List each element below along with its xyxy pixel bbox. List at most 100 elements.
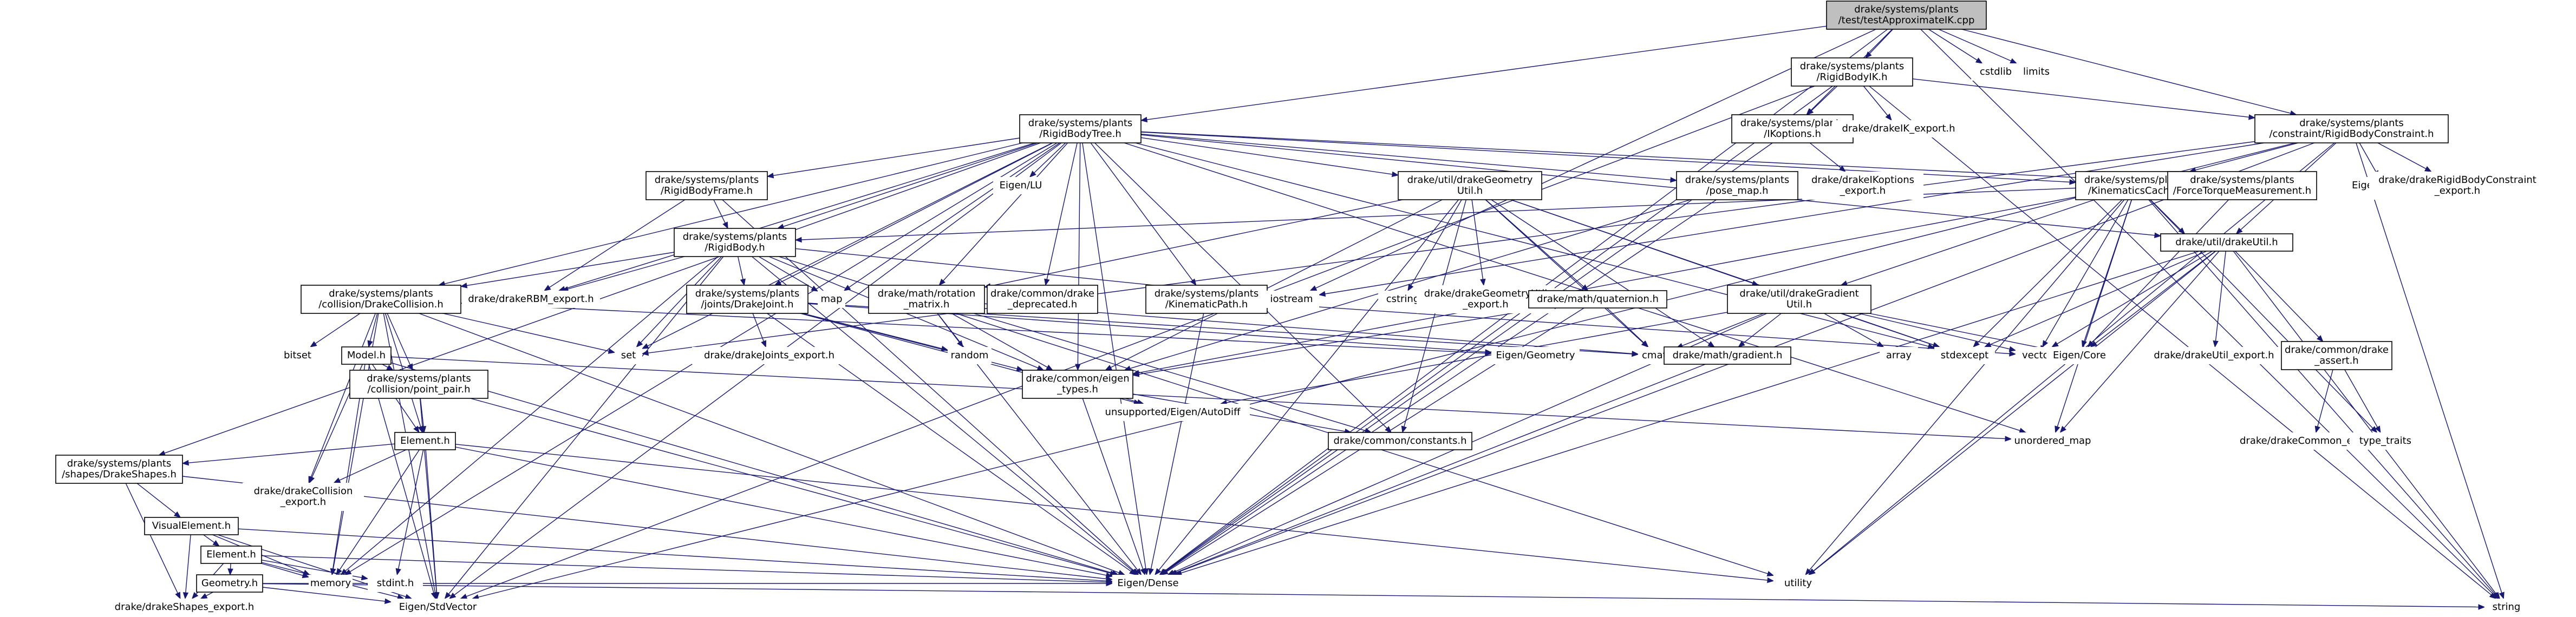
edge-model-to-pointpair	[382, 364, 394, 371]
edge-rigidbody-to-dcollision	[460, 252, 675, 288]
node-dshapes[interactable]: drake/systems/plants/shapes/DrakeShapes.…	[55, 455, 183, 484]
node-label: /RigidBodyIK.h	[1816, 71, 1887, 83]
node-drakeutil[interactable]: drake/util/drakeUtil.h	[2160, 233, 2293, 252]
node-jointsexp: drake/drakeJoints_export.h	[692, 347, 846, 364]
edge-line	[206, 592, 213, 596]
arrowhead	[212, 540, 220, 547]
node-label: Element.h	[206, 549, 256, 560]
arrowhead	[761, 340, 767, 348]
node-box	[1826, 1, 1987, 30]
edge-root-to-iostream	[1309, 29, 1876, 291]
node-label: drake/common/drake	[990, 288, 1094, 299]
edge-line	[568, 256, 684, 290]
edge-kincache-to-numeric	[2150, 199, 2186, 234]
arrowhead	[333, 477, 341, 483]
node-eigtypes[interactable]: drake/common/eigen_types.h	[1022, 370, 1133, 399]
arrowhead	[2019, 428, 2026, 434]
edge-line	[261, 563, 303, 576]
edge-line	[339, 449, 420, 570]
node-geometry[interactable]: Geometry.h	[196, 574, 263, 593]
arrowhead	[811, 285, 819, 292]
node-gradient[interactable]: drake/math/gradient.h	[1664, 346, 1791, 365]
edge-line	[261, 560, 362, 578]
node-box	[55, 455, 183, 484]
node-label: Eigen/LU	[1000, 180, 1042, 191]
node-model[interactable]: Model.h	[341, 346, 392, 365]
node-posemap[interactable]: drake/systems/plants/pose_map.h	[1676, 171, 1798, 200]
node-shelement[interactable]: Element.h	[200, 546, 262, 564]
node-element[interactable]: Element.h	[394, 432, 456, 450]
edge-rbik-to-ikopts	[1807, 86, 1838, 115]
node-label: /shapes/DrakeShapes.h	[62, 469, 177, 480]
edge-line	[549, 199, 686, 288]
edge-dcollision-to-model	[367, 313, 378, 348]
arrowhead	[2087, 340, 2095, 347]
node-rbframe[interactable]: drake/systems/plants/RigidBodyFrame.h	[645, 171, 768, 200]
node-rigidbody[interactable]: drake/systems/plants/RigidBody.h	[674, 228, 796, 257]
node-label: stdexcept	[1941, 350, 1988, 361]
edge-line	[990, 199, 1403, 287]
node-label: drake/common/constants.h	[1334, 435, 1467, 447]
edge-line	[1175, 364, 1706, 573]
edge-line	[2057, 251, 2213, 345]
node-joint[interactable]: drake/systems/plants/joints/DrakeJoint.h	[686, 285, 808, 314]
arrowhead	[1401, 425, 1407, 434]
node-rbtree[interactable]: drake/systems/plants/RigidBodyTree.h	[1019, 114, 1142, 143]
node-string: string	[2484, 599, 2528, 616]
arrowhead	[1105, 572, 1113, 578]
node-box	[394, 432, 456, 450]
edge-line	[455, 444, 1768, 581]
node-constants[interactable]: drake/common/constants.h	[1328, 432, 1472, 450]
node-label: unsupported/Eigen/AutoDiff	[1105, 406, 1241, 418]
edge-line	[1082, 398, 1144, 569]
arrowhead	[1148, 568, 1154, 576]
edge-line	[419, 313, 1119, 573]
arrowhead	[722, 221, 728, 229]
node-label: drake/common/drake	[2285, 344, 2389, 356]
edge-line	[2234, 251, 2319, 338]
node-deprecated[interactable]: drake/common/drake_deprecated.h	[987, 285, 1098, 314]
edge-line	[738, 256, 744, 280]
node-label: drake/drakeIKoptions	[1811, 174, 1914, 186]
node-pointpair[interactable]: drake/systems/plants/collision/point_pai…	[349, 370, 488, 399]
node-box	[1880, 347, 1918, 364]
arrowhead	[1838, 165, 1846, 172]
edge-rbtree-to-deprecated	[1044, 142, 1078, 286]
node-root[interactable]: drake/systems/plants/test/testApproximat…	[1826, 1, 1987, 30]
node-label: _export.h	[1840, 185, 1886, 196]
node-kinpath[interactable]: drake/systems/plants/KinematicPath.h	[1145, 285, 1268, 314]
node-rbik[interactable]: drake/systems/plants/RigidBodyIK.h	[1791, 57, 1913, 87]
edge-kinpath-to-eigdense	[1148, 313, 1204, 576]
node-ftmeas[interactable]: drake/systems/plants/ForceTorqueMeasurem…	[2167, 171, 2317, 200]
node-assert[interactable]: drake/common/drake_assert.h	[2281, 341, 2392, 370]
edge-gradient-to-eigdense	[1169, 364, 1706, 575]
node-geomutil[interactable]: drake/util/drakeGeometryUtil.h	[1398, 171, 1542, 200]
node-stdint: stdint.h	[368, 575, 423, 592]
edge-dcollision-to-set	[442, 313, 616, 354]
edge-rbtree-to-kinpath	[1090, 142, 1197, 286]
arrowhead	[1318, 291, 1326, 297]
arrowhead	[766, 173, 774, 179]
node-label: /pose_map.h	[1706, 185, 1768, 196]
node-label: drake/drakeJoints_export.h	[704, 350, 834, 361]
edge-drakeutil-to-umap	[2059, 251, 2220, 433]
node-dcollision[interactable]: drake/systems/plants/collision/DrakeColl…	[301, 285, 461, 314]
node-rbconst[interactable]: drake/systems/plants/constraint/RigidBod…	[2254, 114, 2449, 143]
node-rotmat[interactable]: drake/math/rotation_matrix.h	[868, 285, 985, 314]
arrowhead	[181, 460, 189, 466]
edge-rigidbody-to-memory	[340, 256, 719, 575]
edge-ikopts-to-ikoptsexp	[1809, 142, 1846, 172]
node-quat[interactable]: drake/math/quaternion.h	[1528, 290, 1667, 308]
edge-gradutil-to-stdexcept	[1840, 313, 1940, 348]
node-box	[2484, 599, 2528, 616]
edge-rbtree-to-eigtypes	[1075, 142, 1081, 371]
node-label: array	[1886, 350, 1912, 361]
arrowhead	[2499, 592, 2505, 600]
edge-line	[640, 256, 722, 343]
node-label: _assert.h	[2314, 355, 2358, 366]
node-visel[interactable]: VisualElement.h	[144, 517, 239, 535]
arrowhead	[1029, 170, 1036, 178]
edge-element-to-collexp	[333, 449, 407, 483]
edge-geomutil-to-cstring	[1407, 199, 1462, 292]
